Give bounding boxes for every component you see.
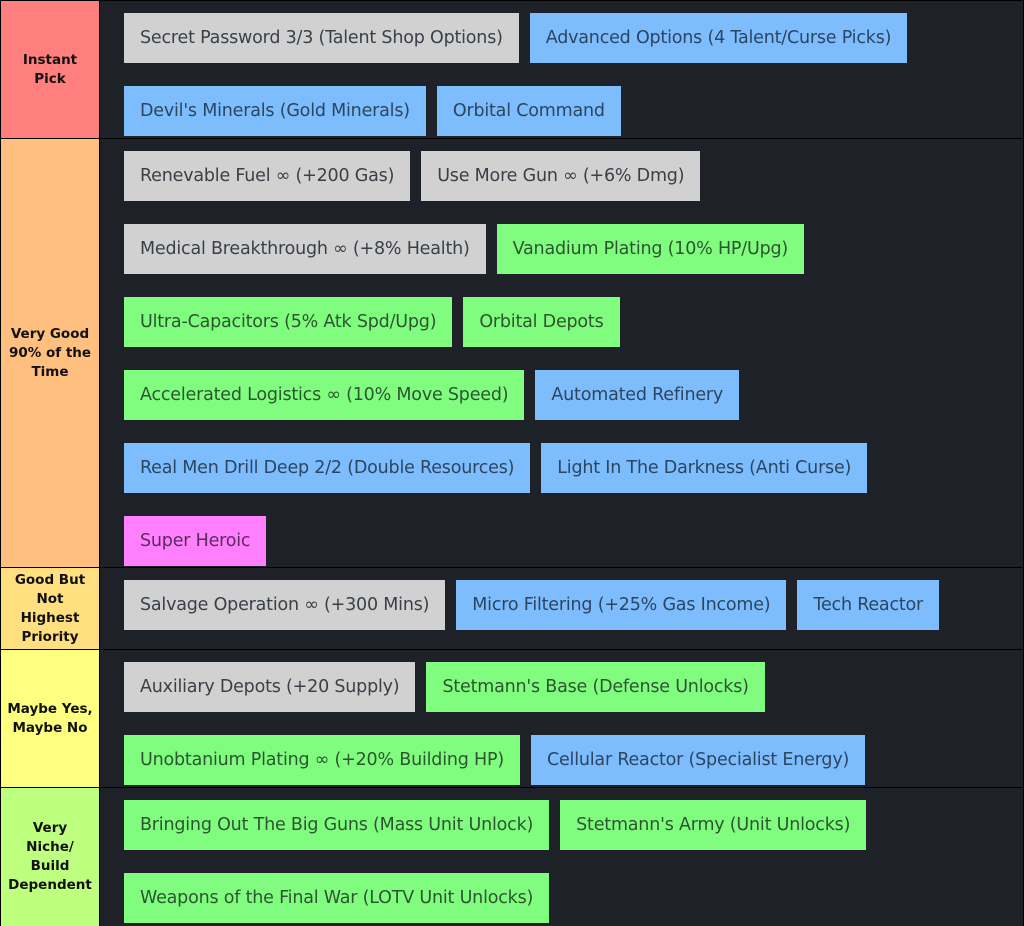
tier-item-tile[interactable]: Renevable Fuel ∞ (+200 Gas)	[124, 151, 411, 201]
tier-item-tile[interactable]: Micro Filtering (+25% Gas Income)	[456, 580, 787, 630]
tier-label: Good But Not Highest Priority	[1, 568, 100, 649]
tier-label: Very Niche/ Build Dependent	[1, 788, 100, 926]
tier-item-tile[interactable]: Automated Refinery	[535, 370, 740, 420]
tier-item-tile[interactable]: Unobtanium Plating ∞ (+20% Building HP)	[124, 735, 520, 785]
tier-item-tile[interactable]: Orbital Command	[436, 86, 621, 136]
tier-item-tile[interactable]: Super Heroic	[124, 516, 267, 566]
tier-row: Instant Pick Secret Password 3/3 (Talent …	[0, 0, 1024, 138]
tier-item-tile[interactable]: Accelerated Logistics ∞ (10% Move Speed)	[124, 370, 525, 420]
tier-items-area: Bringing Out The Big Guns (Mass Unit Unl…	[100, 788, 1023, 926]
tier-item-tile[interactable]: Advanced Options (4 Talent/Curse Picks)	[529, 13, 908, 63]
tier-item-tile[interactable]: Medical Breakthrough ∞ (+8% Health)	[124, 224, 486, 274]
tier-item-tile[interactable]: Cellular Reactor (Specialist Energy)	[530, 735, 866, 785]
tier-item-tile[interactable]: Ultra-Capacitors (5% Atk Spd/Upg)	[124, 297, 453, 347]
tier-item-tile[interactable]: Devil's Minerals (Gold Minerals)	[124, 86, 426, 136]
tier-row: Very Niche/ Build Dependent Bringing Out …	[0, 787, 1024, 926]
tier-items-area: Secret Password 3/3 (Talent Shop Options…	[100, 1, 1023, 138]
tier-item-tile[interactable]: Stetmann's Army (Unit Unlocks)	[560, 800, 867, 850]
tier-item-tile[interactable]: Orbital Depots	[463, 297, 620, 347]
tier-item-tile[interactable]: Auxiliary Depots (+20 Supply)	[124, 662, 416, 712]
tier-items-area: Auxiliary Depots (+20 Supply)Stetmann's …	[100, 650, 1023, 787]
tier-items-area: Salvage Operation ∞ (+300 Mins)Micro Fil…	[100, 568, 1023, 649]
tier-item-tile[interactable]: Vanadium Plating (10% HP/Upg)	[496, 224, 805, 274]
tier-label: Maybe Yes, Maybe No	[1, 650, 100, 787]
tier-item-tile[interactable]: Bringing Out The Big Guns (Mass Unit Unl…	[124, 800, 550, 850]
tier-item-tile[interactable]: Weapons of the Final War (LOTV Unit Unlo…	[124, 873, 550, 923]
tier-items-area: Renevable Fuel ∞ (+200 Gas)Use More Gun …	[100, 139, 1023, 567]
tier-item-tile[interactable]: Tech Reactor	[797, 580, 940, 630]
tier-item-tile[interactable]: Real Men Drill Deep 2/2 (Double Resource…	[124, 443, 531, 493]
tier-item-tile[interactable]: Use More Gun ∞ (+6% Dmg)	[421, 151, 701, 201]
tier-item-tile[interactable]: Secret Password 3/3 (Talent Shop Options…	[124, 13, 519, 63]
tier-item-tile[interactable]: Stetmann's Base (Defense Unlocks)	[426, 662, 765, 712]
tier-label: Instant Pick	[1, 1, 100, 138]
tier-item-tile[interactable]: Salvage Operation ∞ (+300 Mins)	[124, 580, 446, 630]
tier-label: Very Good 90% of the Time	[1, 139, 100, 567]
tier-item-tile[interactable]: Light In The Darkness (Anti Curse)	[541, 443, 868, 493]
